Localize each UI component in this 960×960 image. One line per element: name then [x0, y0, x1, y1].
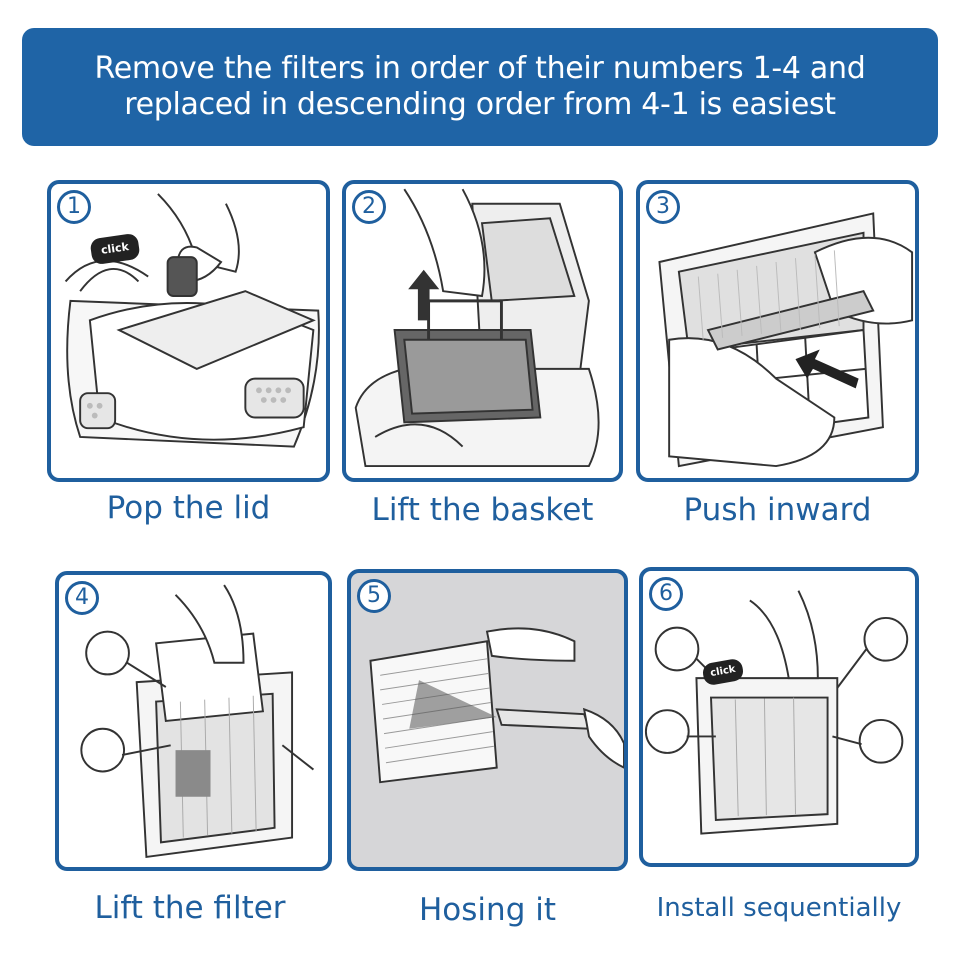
step-2-panel: 2 — [342, 180, 623, 482]
step-4-caption: Lift the filter — [94, 890, 286, 926]
banner-line-2: replaced in descending order from 4-1 is… — [124, 87, 836, 122]
step-3-number: 3 — [646, 190, 680, 224]
step-3-caption: Push inward — [683, 492, 872, 528]
step-4-number: 4 — [65, 581, 99, 615]
click-badge-label: click — [100, 240, 130, 257]
instruction-banner: Remove the filters in order of their num… — [22, 28, 938, 146]
step-6-illustration — [644, 590, 909, 835]
step-4-panel: 4 — [55, 571, 332, 871]
step-5-panel: 5 — [347, 569, 628, 871]
step-3-illustration — [658, 212, 914, 468]
step-6-caption: Install sequentially — [656, 893, 902, 923]
step-6-number: 6 — [649, 577, 683, 611]
step-5-number: 5 — [357, 579, 391, 613]
step-2-number: 2 — [352, 190, 386, 224]
step-1-caption: Pop the lid — [106, 490, 271, 526]
banner-line-1: Remove the filters in order of their num… — [94, 51, 866, 86]
step-1-panel: 1 click — [47, 180, 330, 482]
click-badge-label: click — [709, 663, 737, 680]
step-5-caption: Hosing it — [419, 892, 556, 928]
step-2-illustration — [354, 188, 600, 468]
step-3-panel: 3 — [636, 180, 919, 482]
step-2-caption: Lift the basket — [371, 492, 594, 528]
step-6-panel: 6 click — [639, 567, 919, 867]
step-4-illustration — [80, 584, 315, 859]
step-5-illustration — [369, 627, 624, 784]
step-1-illustration — [64, 193, 320, 448]
step-1-number: 1 — [57, 190, 91, 224]
